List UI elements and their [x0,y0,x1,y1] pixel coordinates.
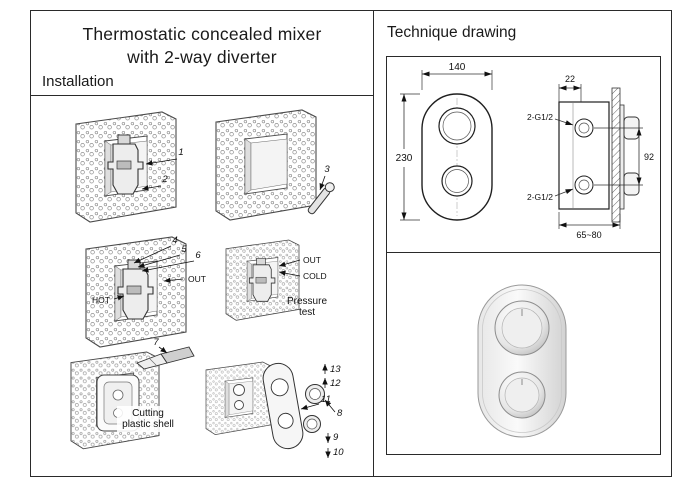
out-label-left: OUT [188,274,206,284]
dim-depth-range: 65~80 [558,212,621,240]
trim-assembly-illustration: 13 12 11 8 9 10 [205,361,344,458]
dimension-drawing: 140 230 [396,62,654,240]
callout-8: 8 [337,408,343,419]
dim-depth-top: 22 [558,74,582,102]
page-title-line1: Thermostatic concealed mixer [82,24,322,44]
dimension-drawing-area: 140 230 [387,57,660,253]
dim-side-height: 92 [594,127,654,186]
thread-labels: 2-G1/2 2-G1/2 [527,112,574,202]
dim-height-value: 230 [396,153,413,164]
callout-11: 11 [321,394,331,405]
page-frame: Thermostatic concealed mixer with 2-way … [30,10,672,477]
installation-heading: Installation [42,73,114,90]
dim-width: 140 [421,62,493,90]
callout-4: 4 [172,235,177,246]
pressure-test-caption-line1: Pressure [287,296,327,307]
step-recess-illustration: 3 [215,109,335,221]
installation-illustrations: 1 2 3 [70,109,344,458]
dim-depth-top-value: 22 [565,74,575,84]
pressure-test-illustration: OUT COLD Pressure test [225,239,327,321]
technique-heading: Technique drawing [387,24,517,41]
callout-10: 10 [333,447,344,458]
front-view [421,93,493,221]
cutting-shell-illustration: 7 Cutting plastic shell [70,337,195,450]
mixer-trim-render [477,284,567,438]
title-divider [31,95,373,96]
page-title: Thermostatic concealed mixer with 2-way … [31,11,373,69]
callout-1: 1 [178,147,183,158]
callout-6: 6 [195,250,201,261]
callout-2: 2 [161,174,168,185]
hot-label: HOT [92,295,110,305]
callout-3: 3 [324,164,330,175]
callout-13: 13 [330,364,341,375]
cold-label: COLD [303,271,327,281]
technique-panel: Technique drawing [374,11,671,476]
page-title-line2: with 2-way diverter [127,46,277,67]
thread-top-label: 2-G1/2 [527,112,553,122]
callout-5: 5 [181,244,187,255]
dim-side-height-value: 92 [644,152,654,162]
trim-knobs [303,384,325,433]
out-label-right: OUT [303,255,321,265]
step-connect-illustration: 4 5 6 OUT HOT [85,235,206,348]
cutting-caption-line2: plastic shell [122,419,174,430]
callout-12: 12 [330,378,341,389]
product-render-area [387,253,660,454]
utility-knife-icon [136,346,195,370]
fitting-tool-icon [307,182,335,215]
cutting-caption-line1: Cutting [132,408,164,419]
product-render [477,284,567,438]
technique-drawing-box: 140 230 [386,56,661,455]
side-view [558,87,640,223]
dim-width-value: 140 [449,62,466,73]
dim-depth-range-value: 65~80 [576,230,601,240]
callout-9: 9 [333,432,339,443]
dim-height: 230 [396,93,420,221]
pressure-test-caption-line2: test [299,307,315,318]
installation-panel: Thermostatic concealed mixer with 2-way … [31,11,374,476]
thread-bottom-label: 2-G1/2 [527,192,553,202]
step-mount-valve-illustration: 1 2 [75,111,184,223]
escutcheon-plate [262,362,304,450]
callout-7: 7 [153,337,159,348]
